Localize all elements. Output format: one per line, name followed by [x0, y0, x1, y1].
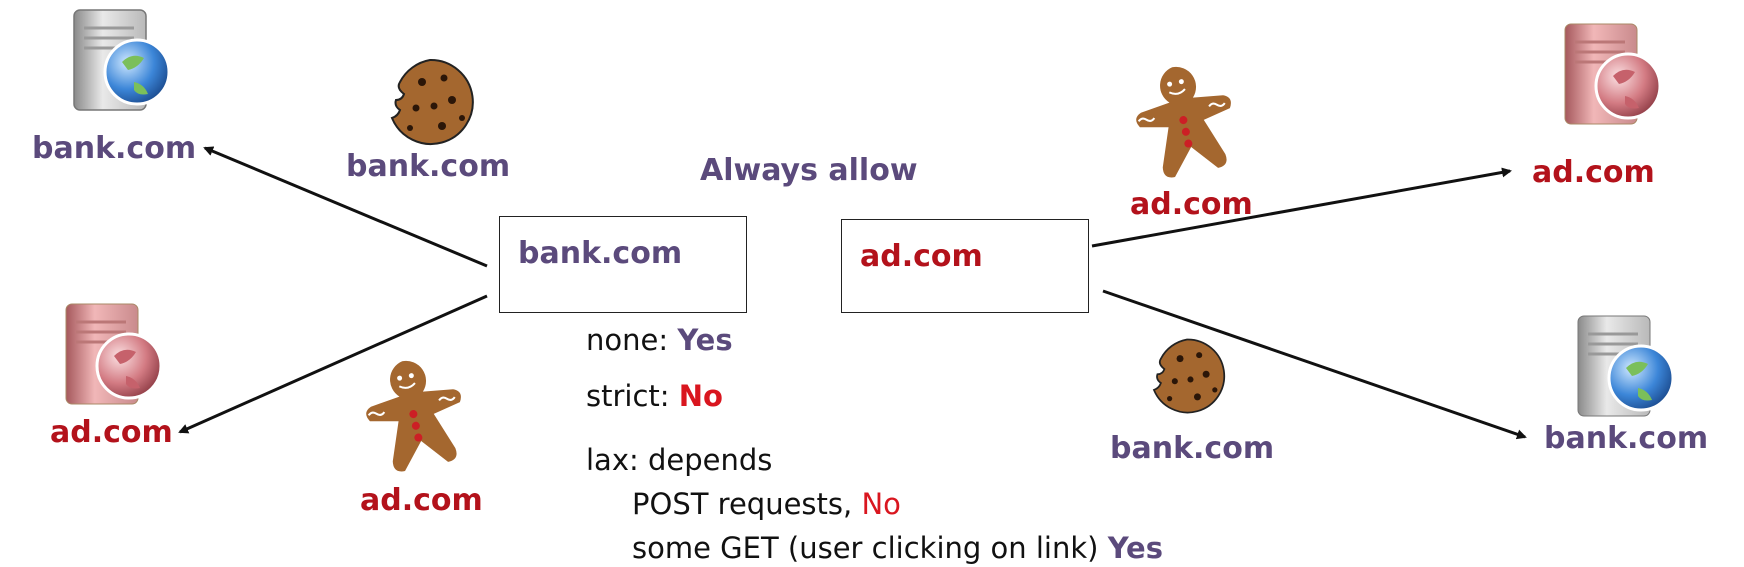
bank-page-box: bank.com	[499, 216, 747, 313]
cookie-label-top: bank.com	[346, 149, 511, 184]
bank-server-globe-icon-bottom-right	[1577, 315, 1675, 417]
policy-none-value: Yes	[677, 323, 733, 357]
policy-lax-post-value: No	[861, 487, 901, 521]
ad-page-box-label: ad.com	[860, 239, 983, 274]
ad-page-box: ad.com	[841, 219, 1089, 313]
arrow-to-ad-top-right	[1091, 167, 1512, 248]
bank-server-globe-icon	[73, 9, 171, 111]
policy-strict-value: No	[678, 379, 723, 413]
gingerbread-label-bottom: ad.com	[360, 483, 483, 518]
policy-none-key: none:	[586, 323, 669, 357]
policy-lax-get-value: Yes	[1107, 531, 1163, 565]
arrow-to-bank-top-left	[203, 146, 488, 268]
ad-server-globe-icon-top-right	[1564, 23, 1662, 125]
arrow-to-ad-bottom-left	[178, 294, 488, 434]
policy-lax: lax: depends	[586, 446, 772, 475]
cookie-icon-right	[1152, 338, 1226, 414]
gingerbread-icon-top	[1136, 66, 1231, 178]
bank-server-label-bottom-right: bank.com	[1544, 421, 1709, 456]
always-allow-title: Always allow	[700, 153, 918, 188]
gingerbread-icon-bottom	[366, 360, 461, 472]
policy-lax-key: lax: depends	[586, 443, 773, 477]
policy-lax-get-text: some GET (user clicking on link)	[632, 531, 1099, 565]
policy-strict-key: strict:	[586, 379, 670, 413]
gingerbread-label-top: ad.com	[1130, 187, 1253, 222]
policy-lax-post-text: POST requests,	[632, 487, 853, 521]
cookie-icon-top	[390, 58, 474, 145]
ad-server-label-top-right: ad.com	[1532, 155, 1655, 190]
bank-page-box-label: bank.com	[518, 236, 683, 271]
policy-lax-get: some GET (user clicking on link) Yes	[632, 534, 1163, 563]
arrow-to-bank-bottom-right	[1102, 289, 1527, 440]
bank-server-label-top-left: bank.com	[32, 131, 197, 166]
policy-lax-post: POST requests, No	[632, 490, 901, 519]
ad-server-label-bottom-left: ad.com	[50, 415, 173, 450]
cookie-label-right: bank.com	[1110, 431, 1275, 466]
ad-server-globe-icon-bottom-left	[65, 303, 163, 405]
policy-none: none: Yes	[586, 326, 733, 355]
policy-strict: strict: No	[586, 382, 723, 411]
